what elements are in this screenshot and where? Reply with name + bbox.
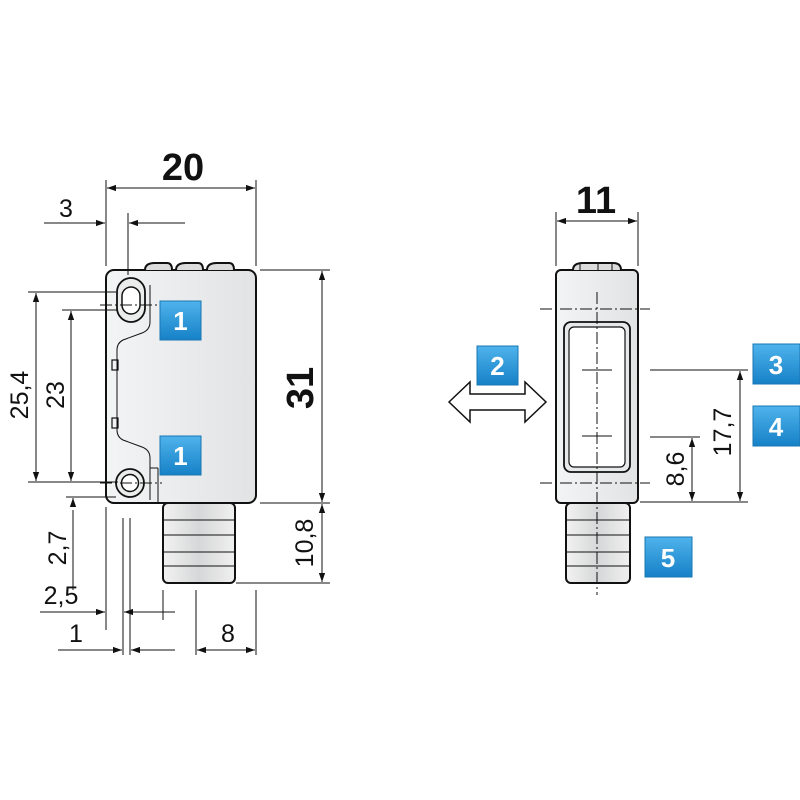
dim-bottom-c-label: 1	[69, 620, 83, 648]
svg-text:2: 2	[490, 351, 504, 381]
dim-connector-length-label: 10,8	[291, 519, 319, 568]
dim-bottom-b-label: 2,5	[44, 582, 79, 610]
svg-text:5: 5	[661, 543, 675, 573]
dim-hole-outer-label: 25,4	[6, 371, 34, 420]
side-view	[540, 262, 650, 595]
badge-5: 5	[644, 536, 693, 578]
front-dimensions: 20 3 31 25,4 23 2,7	[6, 147, 330, 655]
dim-hole-inner-label: 23	[42, 381, 70, 409]
double-arrow-icon	[447, 380, 548, 424]
badge-1-upper: 1	[159, 300, 202, 341]
top-bump	[175, 262, 204, 271]
svg-text:1: 1	[173, 441, 187, 471]
side-connector	[565, 502, 631, 584]
top-bump	[144, 262, 173, 271]
svg-text:4: 4	[769, 412, 784, 442]
front-inner-contour	[116, 285, 151, 500]
dim-height-label: 31	[280, 367, 322, 409]
dim-lower-distance-label: 8,6	[662, 452, 690, 487]
svg-text:3: 3	[769, 350, 783, 380]
badge-3: 3	[752, 343, 800, 385]
badge-2: 2	[476, 345, 519, 386]
badge-4: 4	[752, 405, 800, 447]
dim-offset-label: 3	[59, 195, 73, 223]
dim-axis-distance-label: 17,7	[709, 408, 737, 457]
front-view	[100, 262, 257, 584]
front-connector	[162, 502, 236, 584]
dim-side-width-label: 11	[576, 180, 616, 222]
svg-text:1: 1	[173, 306, 187, 336]
dim-width-label: 20	[162, 147, 204, 189]
top-bump	[206, 262, 235, 271]
led-window	[111, 417, 119, 429]
dim-connector-width-label: 8	[221, 620, 235, 648]
led-window	[111, 359, 119, 371]
side-dimensions: 11 17,7 8,6	[555, 180, 748, 503]
badge-1-lower: 1	[159, 435, 202, 476]
upper-mounting-hole	[116, 277, 146, 323]
dim-bottom-a-label: 2,7	[44, 531, 72, 566]
